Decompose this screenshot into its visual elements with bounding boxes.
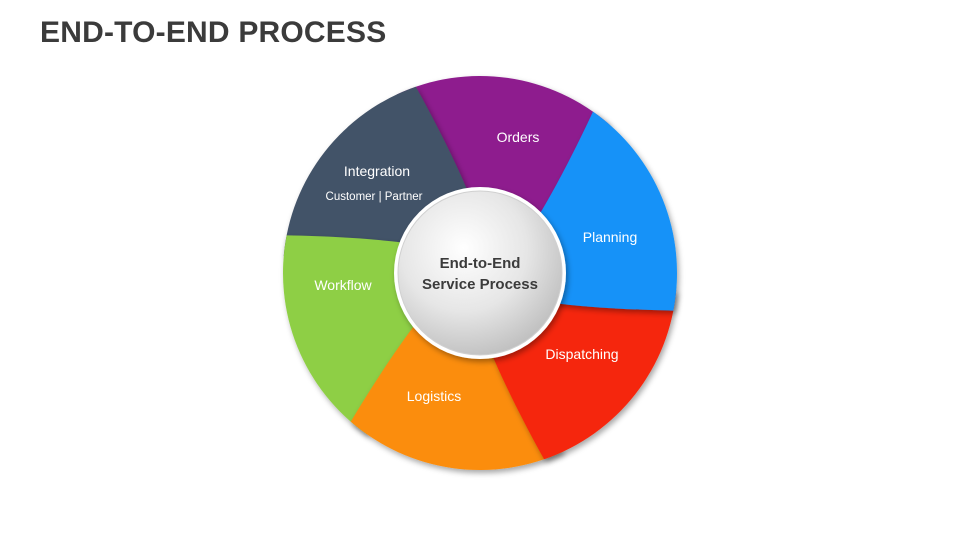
segment-label-planning: Planning — [583, 229, 638, 245]
hub-label-line2: Service Process — [422, 276, 538, 293]
page-title: END-TO-END PROCESS — [40, 16, 387, 49]
segment-label-dispatching: Dispatching — [545, 346, 618, 362]
segment-label: Planning — [583, 229, 638, 245]
segment-label: Orders — [497, 129, 540, 145]
segment-label: Dispatching — [545, 346, 618, 362]
segment-dispatching — [350, 273, 564, 470]
segment-integration — [396, 75, 610, 273]
segment-label: Workflow — [314, 277, 372, 293]
segment-label-integration: Integration Customer | Partner — [326, 163, 423, 203]
segment-label: Integration — [344, 163, 410, 179]
segment-label-logistics: Logistics — [407, 388, 461, 404]
segment-label-workflow: Workflow — [314, 277, 372, 293]
center-hub: End-to-End Service Process — [394, 187, 566, 359]
hub-label-line1: End-to-End — [440, 255, 521, 272]
segment-label: Logistics — [407, 388, 461, 404]
segment-label-orders: Orders — [497, 129, 540, 145]
segment-sublabel: Customer | Partner — [326, 191, 423, 203]
